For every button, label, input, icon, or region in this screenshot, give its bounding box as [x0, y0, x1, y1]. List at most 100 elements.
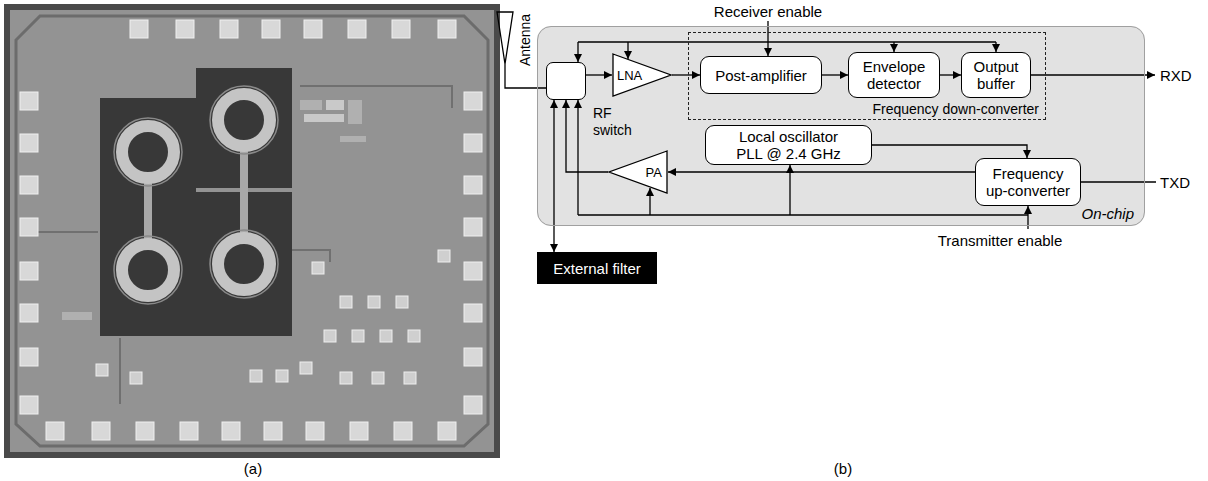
- node-text: Envelope detector: [854, 58, 934, 92]
- trace: [119, 338, 121, 404]
- bond-pad: [464, 304, 482, 322]
- bond-pad: [180, 422, 198, 440]
- probe-pad: [130, 372, 142, 384]
- signal-connector: [672, 74, 700, 75]
- bond-pad: [392, 20, 410, 38]
- bond-pad: [136, 422, 154, 440]
- circuit-block: [62, 312, 92, 320]
- enable-wire: [649, 188, 650, 215]
- node-text: Frequency up-converter: [981, 165, 1075, 199]
- inductor-lead: [240, 150, 248, 236]
- probe-pad: [408, 330, 420, 342]
- enable-wire: [577, 42, 578, 62]
- inductor-ring: [218, 94, 270, 146]
- amplifier-symbol: [613, 54, 671, 96]
- chip-region: On-chipRF switchLNAFrequency down-conver…: [537, 26, 1145, 226]
- bond-pad: [350, 422, 368, 440]
- probe-pad: [380, 330, 392, 342]
- bond-pad: [394, 422, 412, 440]
- bond-pad: [176, 20, 194, 38]
- circuit-block: [304, 114, 344, 122]
- enable-wire: [577, 100, 578, 215]
- process-box: Output buffer: [961, 52, 1031, 98]
- bond-pad: [130, 20, 148, 38]
- group-box: Frequency down-converterPost-amplifierEn…: [688, 32, 1046, 120]
- probe-pad: [340, 372, 352, 384]
- probe-pad: [312, 262, 324, 274]
- signal-name: Transmitter enable: [938, 232, 1063, 249]
- signal-connector: [668, 171, 975, 172]
- amplifier-symbol: [609, 151, 667, 193]
- on-chip-ground: [537, 26, 1145, 226]
- bond-pad: [20, 304, 38, 322]
- antenna-feed: [504, 64, 505, 84]
- bond-pad: [20, 134, 38, 152]
- probe-pad: [300, 362, 312, 374]
- data-wire: [1030, 74, 1155, 75]
- node-text: External filter: [553, 260, 641, 277]
- die-frame: [4, 4, 500, 458]
- amplifier-triangle: LNA: [612, 53, 672, 97]
- circuit-block: [326, 100, 344, 110]
- bond-pad: [264, 422, 282, 440]
- control-wires: [578, 21, 1156, 229]
- bond-pad: [222, 422, 240, 440]
- bond-pad: [262, 20, 280, 38]
- signal-connector: [505, 84, 546, 88]
- signal-connector: [822, 74, 848, 75]
- process-box: Frequency up-converter: [975, 158, 1081, 206]
- inductor-ring: [218, 238, 270, 290]
- probe-pad: [352, 330, 364, 342]
- seal-ring: [16, 16, 488, 446]
- signal-connector: [586, 74, 612, 75]
- probe-pad: [276, 370, 288, 382]
- inductor-ring: [114, 118, 182, 186]
- probe-pad: [368, 296, 380, 308]
- bond-pad: [348, 20, 366, 38]
- circuit-block: [348, 100, 362, 124]
- node-text: LNA: [617, 67, 642, 84]
- node-text: Local oscillator PLL @ 2.4 GHz: [729, 128, 849, 162]
- node-text: Post-amplifier: [715, 67, 807, 84]
- inductor-ring: [210, 230, 278, 298]
- inductor-ring: [114, 236, 182, 304]
- bond-pad: [464, 134, 482, 152]
- probe-pad: [340, 296, 352, 308]
- signal-name: TXD: [1160, 174, 1190, 191]
- bond-pad: [46, 422, 64, 440]
- signal-connector: [553, 100, 554, 252]
- probe-pad: [404, 372, 416, 384]
- process-box: Local oscillator PLL @ 2.4 GHz: [705, 125, 872, 165]
- die: [10, 10, 494, 452]
- node-text: Antenna: [517, 14, 534, 66]
- bond-pad: [438, 20, 456, 38]
- inductor-ring: [210, 86, 278, 154]
- signal-name: Receiver enable: [714, 3, 822, 20]
- enable-wire: [578, 41, 996, 42]
- enable-wire: [627, 42, 628, 59]
- bond-pad: [464, 92, 482, 110]
- node-text: On-chip: [1081, 205, 1134, 222]
- bond-pad: [20, 176, 38, 194]
- bond-pad: [304, 20, 322, 38]
- filter-box: External filter: [537, 252, 657, 284]
- bond-pad: [464, 396, 482, 414]
- bond-pad: [464, 218, 482, 236]
- node-text: PA: [646, 164, 662, 181]
- probe-pad: [96, 364, 108, 376]
- probe-pad: [438, 250, 450, 262]
- node-text: Output buffer: [967, 58, 1025, 92]
- inductor-lead: [144, 180, 152, 242]
- enable-wire: [578, 214, 1028, 215]
- panel-label: (b): [834, 460, 852, 477]
- circuit-block: [340, 136, 366, 142]
- trace: [300, 86, 452, 108]
- inductor-ring: [122, 126, 174, 178]
- bond-pad: [20, 92, 38, 110]
- bond-pad: [20, 262, 38, 280]
- probe-pad: [250, 370, 262, 382]
- signal-connector: [940, 74, 961, 75]
- probe-pad: [396, 296, 408, 308]
- trace: [292, 250, 330, 262]
- bond-pad: [20, 218, 38, 236]
